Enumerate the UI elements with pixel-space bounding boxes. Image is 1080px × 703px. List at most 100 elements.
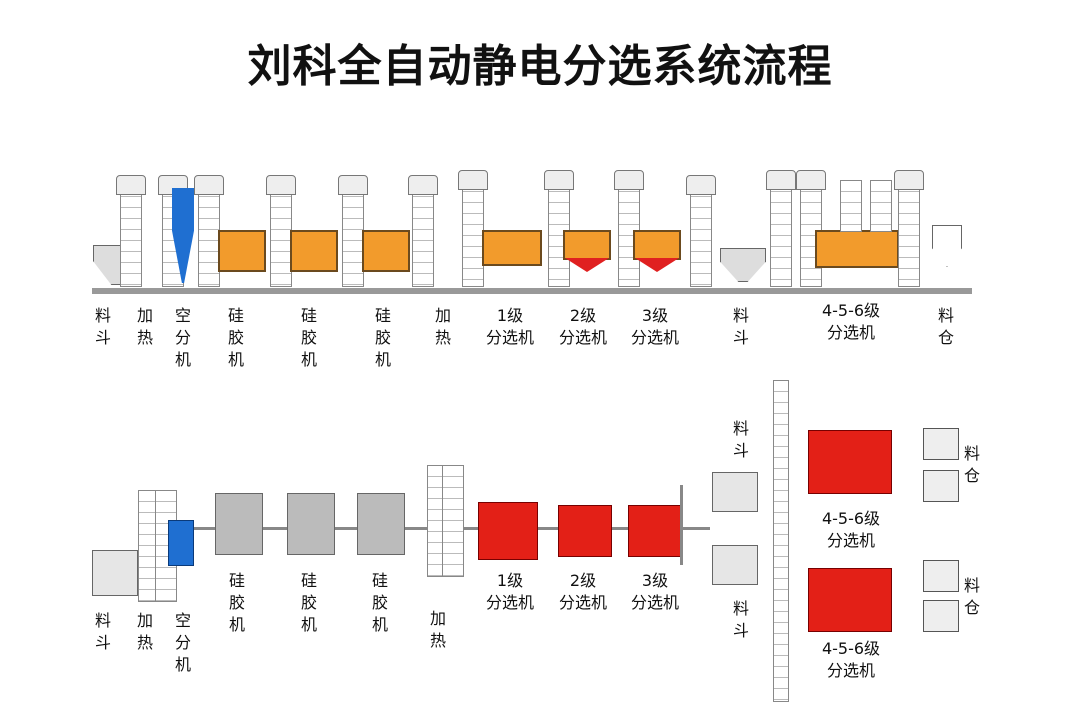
elevator — [120, 185, 142, 287]
long-elevator — [773, 380, 789, 702]
level: 2级 — [569, 571, 597, 590]
label-silo-lower: 料仓 — [963, 576, 980, 617]
label-separator-2: 2级分选机 — [559, 570, 607, 614]
label-hopper: 料斗 — [94, 306, 111, 347]
label-separator-456: 4-5-6级分选机 — [822, 300, 880, 344]
silica-machine — [290, 230, 338, 272]
label-air-separator: 空分机 — [174, 611, 191, 674]
elevator-head — [408, 175, 438, 195]
elevator-head — [458, 170, 488, 190]
separator-456-upper — [808, 430, 892, 494]
elevator — [770, 180, 792, 287]
elevator-head — [686, 175, 716, 195]
level: 1级 — [496, 571, 524, 590]
elevator-head — [194, 175, 224, 195]
hopper-topview — [92, 550, 138, 596]
base-rail — [92, 288, 972, 294]
elevator-head — [796, 170, 826, 190]
label-separator-3: 3级分选机 — [631, 305, 679, 349]
label-heater: 加热 — [429, 609, 446, 650]
label-hopper: 料斗 — [94, 611, 111, 652]
level: 4-5-6级 — [821, 639, 881, 658]
elevator — [198, 185, 220, 287]
silica-machine — [218, 230, 266, 272]
label-silica: 硅胶机 — [228, 571, 245, 634]
level: 2级 — [569, 306, 597, 325]
elevator — [462, 180, 484, 287]
suffix: 分选机 — [485, 328, 535, 347]
label-heater: 加热 — [136, 306, 153, 347]
level: 3级 — [641, 571, 669, 590]
label-air-separator: 空分机 — [174, 306, 191, 369]
label-silo-upper: 料仓 — [963, 444, 980, 485]
label-separator-456-lower: 4-5-6级分选机 — [822, 638, 880, 682]
hopper-topview — [712, 472, 758, 512]
silo-bin — [923, 560, 959, 592]
silo-machine — [932, 225, 962, 267]
label-heater: 加热 — [136, 611, 153, 652]
level: 4-5-6级 — [821, 301, 881, 320]
separator-456 — [815, 230, 899, 268]
suffix: 分选机 — [558, 328, 608, 347]
separator-1-topview — [478, 502, 538, 560]
silo-bin — [923, 600, 959, 632]
elevator — [342, 185, 364, 287]
separator-3 — [633, 230, 681, 260]
suffix: 分选机 — [558, 593, 608, 612]
elevator-head — [266, 175, 296, 195]
red-hopper — [565, 258, 609, 272]
label-silica: 硅胶机 — [300, 571, 317, 634]
suffix: 分选机 — [826, 323, 875, 342]
elevator-head — [116, 175, 146, 195]
label-separator-1: 1级分选机 — [486, 570, 534, 614]
silica-machine-topview — [287, 493, 335, 555]
suffix: 分选机 — [485, 593, 535, 612]
hopper-machine — [720, 248, 766, 282]
level: 1级 — [496, 306, 524, 325]
separator-1 — [482, 230, 542, 266]
silica-machine-topview — [215, 493, 263, 555]
elevator-head — [338, 175, 368, 195]
page-title: 刘科全自动静电分选系统流程 — [247, 41, 833, 92]
silica-machine-topview — [357, 493, 405, 555]
level: 4-5-6级 — [821, 509, 881, 528]
label-silica: 硅胶机 — [374, 306, 391, 369]
silo-bin — [923, 470, 959, 502]
elevator-head — [544, 170, 574, 190]
label-separator-3: 3级分选机 — [631, 570, 679, 614]
cyclone-air-separator — [172, 188, 194, 283]
red-hopper — [635, 258, 679, 272]
label-silo: 料仓 — [937, 306, 954, 347]
elevator — [840, 180, 862, 232]
elevator-head — [894, 170, 924, 190]
separator-3-topview — [628, 505, 682, 557]
label-silica: 硅胶机 — [300, 306, 317, 369]
suffix: 分选机 — [826, 531, 875, 550]
level: 3级 — [641, 306, 669, 325]
elevator — [442, 465, 464, 577]
elevator-head — [614, 170, 644, 190]
suffix: 分选机 — [630, 593, 680, 612]
separator-2 — [563, 230, 611, 260]
air-separator-topview — [168, 520, 194, 566]
label-hopper-upper: 料斗 — [732, 419, 749, 460]
label-hopper-lower: 料斗 — [732, 599, 749, 640]
label-silica: 硅胶机 — [371, 571, 388, 634]
label-heater: 加热 — [434, 306, 451, 347]
suffix: 分选机 — [826, 661, 875, 680]
elevator — [870, 180, 892, 232]
elevator — [412, 185, 434, 287]
elevator-head — [766, 170, 796, 190]
label-silica: 硅胶机 — [227, 306, 244, 369]
elevator — [690, 185, 712, 287]
label-separator-2: 2级分选机 — [559, 305, 607, 349]
silo-bin — [923, 428, 959, 460]
separator-2-topview — [558, 505, 612, 557]
elevator — [270, 185, 292, 287]
hopper-topview — [712, 545, 758, 585]
suffix: 分选机 — [630, 328, 680, 347]
label-separator-456-upper: 4-5-6级分选机 — [822, 508, 880, 552]
pipe — [680, 485, 683, 565]
separator-456-lower — [808, 568, 892, 632]
silica-machine — [362, 230, 410, 272]
